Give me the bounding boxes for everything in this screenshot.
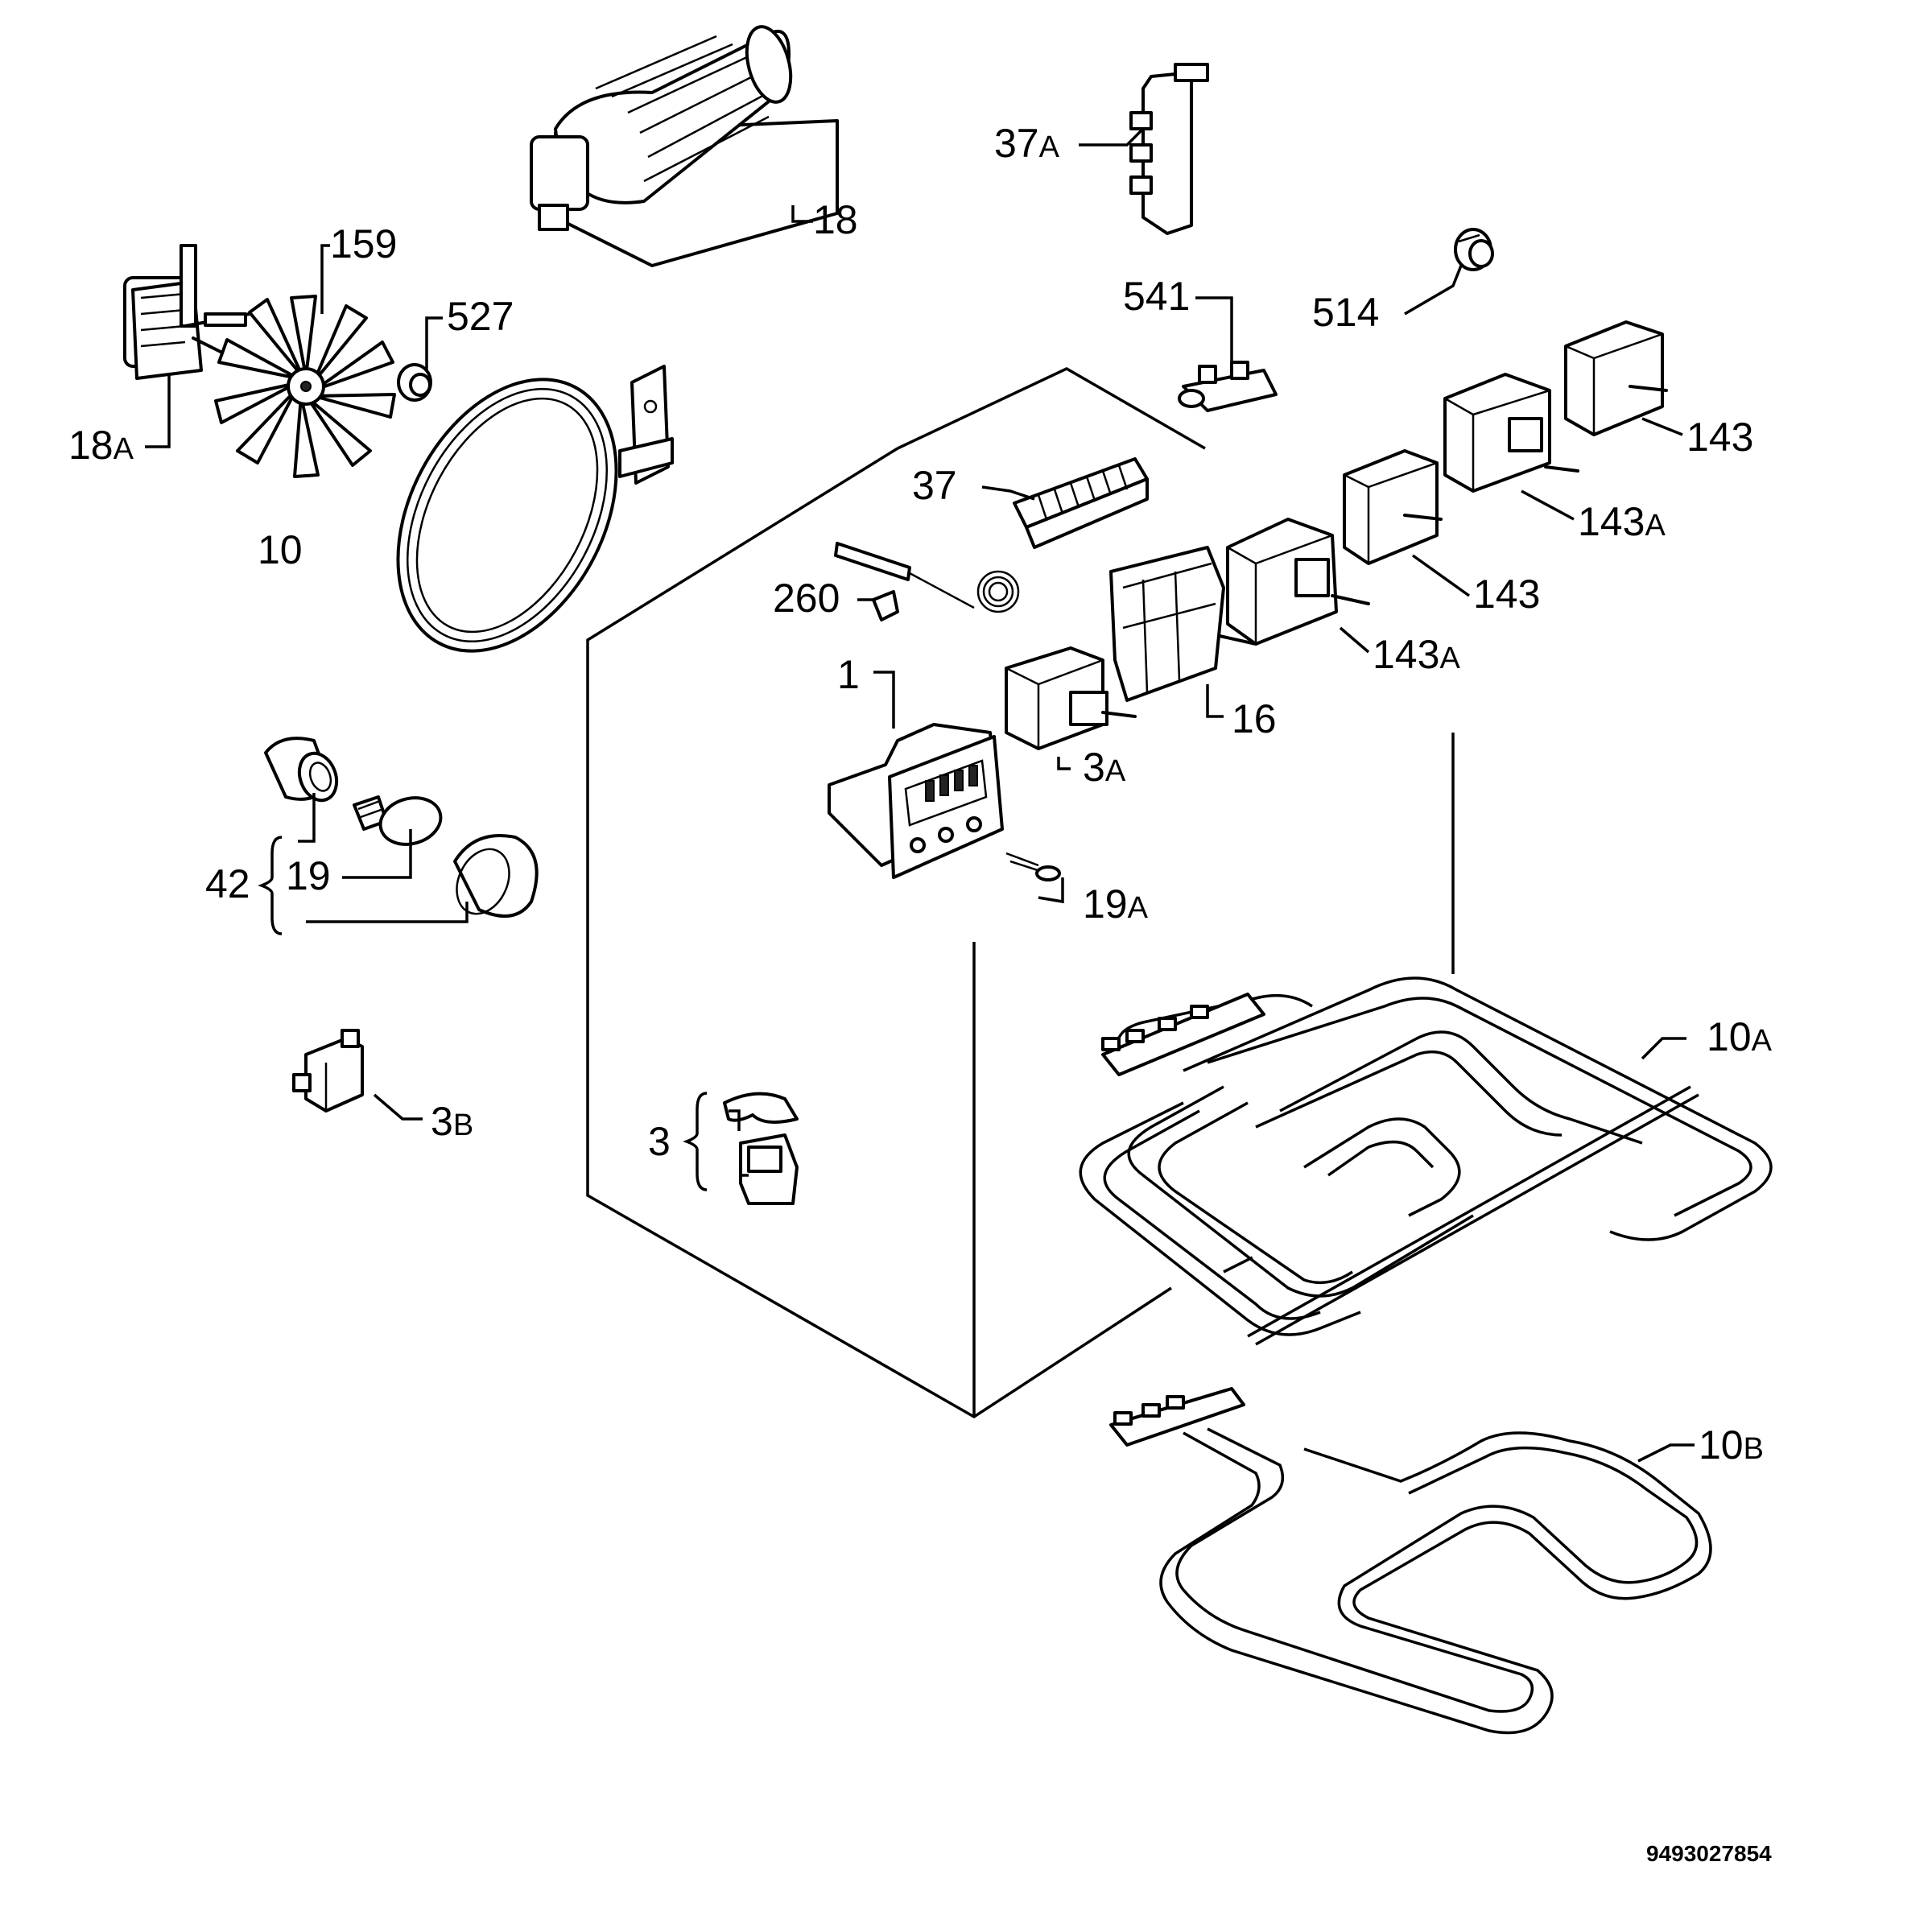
energy-regulator-143-lower	[1343, 449, 1443, 565]
fan-motor-18a	[123, 244, 251, 380]
oven-cavity-outline	[586, 367, 1455, 1419]
terminal-block-37	[1013, 457, 1149, 549]
label-18a: 18A	[68, 423, 134, 468]
bracket-3	[683, 1092, 708, 1191]
energy-regulator-143a-upper	[1443, 373, 1579, 493]
tangential-fan-18	[530, 25, 839, 267]
label-19a: 19A	[1083, 881, 1149, 927]
label-260: 260	[773, 576, 840, 621]
label-10: 10	[258, 527, 303, 572]
bottom-heating-element-10b	[1109, 1387, 1712, 1735]
label-18: 18	[813, 197, 858, 242]
document-number: 9493027854	[1646, 1841, 1772, 1866]
label-37: 37	[912, 463, 957, 508]
label-37a: 37A	[994, 121, 1060, 166]
lamp-bulb-19	[353, 795, 443, 846]
part-labels: 37A 18 159 527 541 514 18A 143 37 143A 1…	[68, 121, 1773, 1866]
label-143a-upper: 143A	[1578, 499, 1666, 544]
label-143-lower: 143	[1473, 572, 1540, 617]
label-541: 541	[1123, 274, 1190, 319]
safety-thermostat-3b	[292, 1029, 364, 1113]
circular-heating-element-10	[396, 365, 674, 653]
connector-block-37a	[1129, 63, 1209, 235]
label-3b: 3B	[431, 1099, 473, 1144]
label-19: 19	[286, 853, 331, 898]
selector-switch-16	[1109, 546, 1257, 702]
label-3a: 3A	[1083, 745, 1126, 790]
fan-blade-159	[214, 295, 396, 478]
nut-527	[397, 363, 432, 402]
label-143a-lower: 143A	[1373, 632, 1460, 677]
thermostat-3a	[1005, 646, 1137, 750]
lamp-holder-42	[264, 737, 339, 803]
label-514: 514	[1312, 290, 1379, 335]
energy-regulator-143-upper	[1564, 320, 1668, 436]
thermostat-probe-260	[834, 542, 1020, 621]
label-159: 159	[330, 221, 397, 266]
electronic-timer-1	[828, 723, 1004, 879]
label-16: 16	[1232, 696, 1277, 741]
indicator-lamp-19a	[1005, 852, 1061, 881]
door-switch-541	[1178, 361, 1278, 412]
label-527: 527	[447, 294, 514, 339]
energy-regulator-143a-lower	[1226, 518, 1370, 646]
lamp-holder-514	[1454, 228, 1494, 271]
thermostat-3	[723, 1092, 799, 1205]
label-10b: 10B	[1699, 1422, 1764, 1468]
bracket-42	[258, 836, 283, 935]
label-1: 1	[837, 652, 860, 697]
label-10a: 10A	[1707, 1014, 1773, 1059]
label-3: 3	[648, 1119, 671, 1164]
lamp-cover-42	[453, 834, 539, 918]
leader-lines	[145, 127, 1695, 1463]
label-42: 42	[205, 861, 250, 906]
top-heating-element-10a	[1079, 976, 1773, 1346]
label-143-upper: 143	[1686, 415, 1753, 460]
